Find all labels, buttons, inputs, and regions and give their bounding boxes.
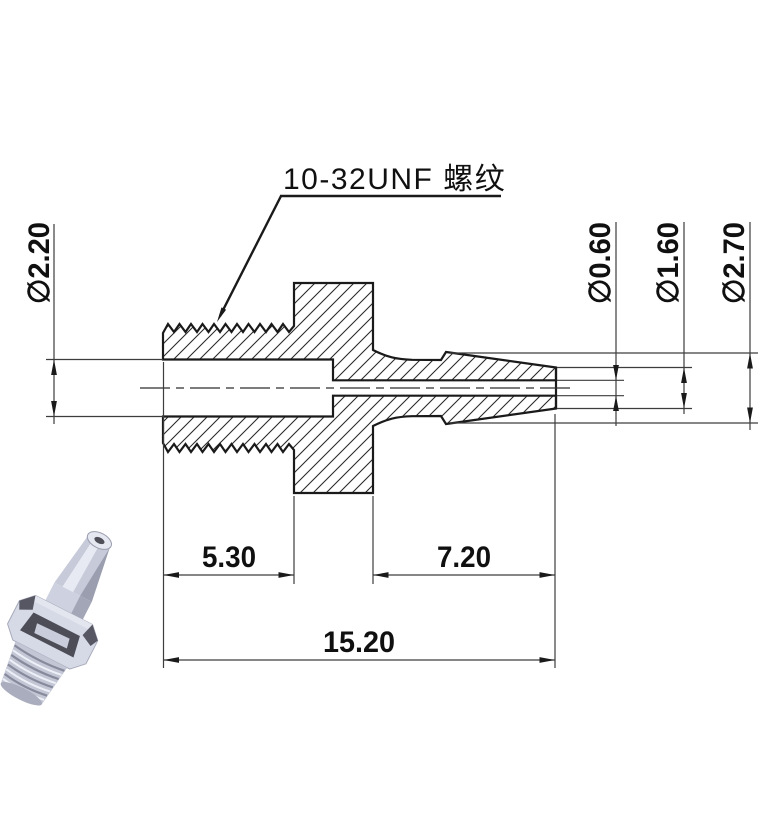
section-lower-half (161, 394, 558, 495)
tip-bore-hole (94, 536, 105, 545)
thread-label: 10-32UNF 螺纹 (283, 163, 506, 196)
dim-left-bore-diameter: ∅2.20 (23, 222, 56, 304)
dim-barb-outer-diameter: ∅2.70 (718, 222, 751, 304)
dim-barb-section-length: 7.20 (437, 541, 491, 574)
dim-tip-bore-diameter: ∅0.60 (584, 222, 617, 304)
dim-overall-length: 15.20 (323, 626, 395, 659)
section-upper-half (161, 281, 558, 382)
part-3d-preview (0, 531, 112, 706)
thread-leader-line (218, 194, 501, 317)
part-section-view (161, 281, 558, 495)
dimension-lines (46, 222, 758, 668)
dim-thread-section-length: 5.30 (202, 541, 256, 574)
dim-tip-outer-diameter: ∅1.60 (652, 222, 685, 304)
